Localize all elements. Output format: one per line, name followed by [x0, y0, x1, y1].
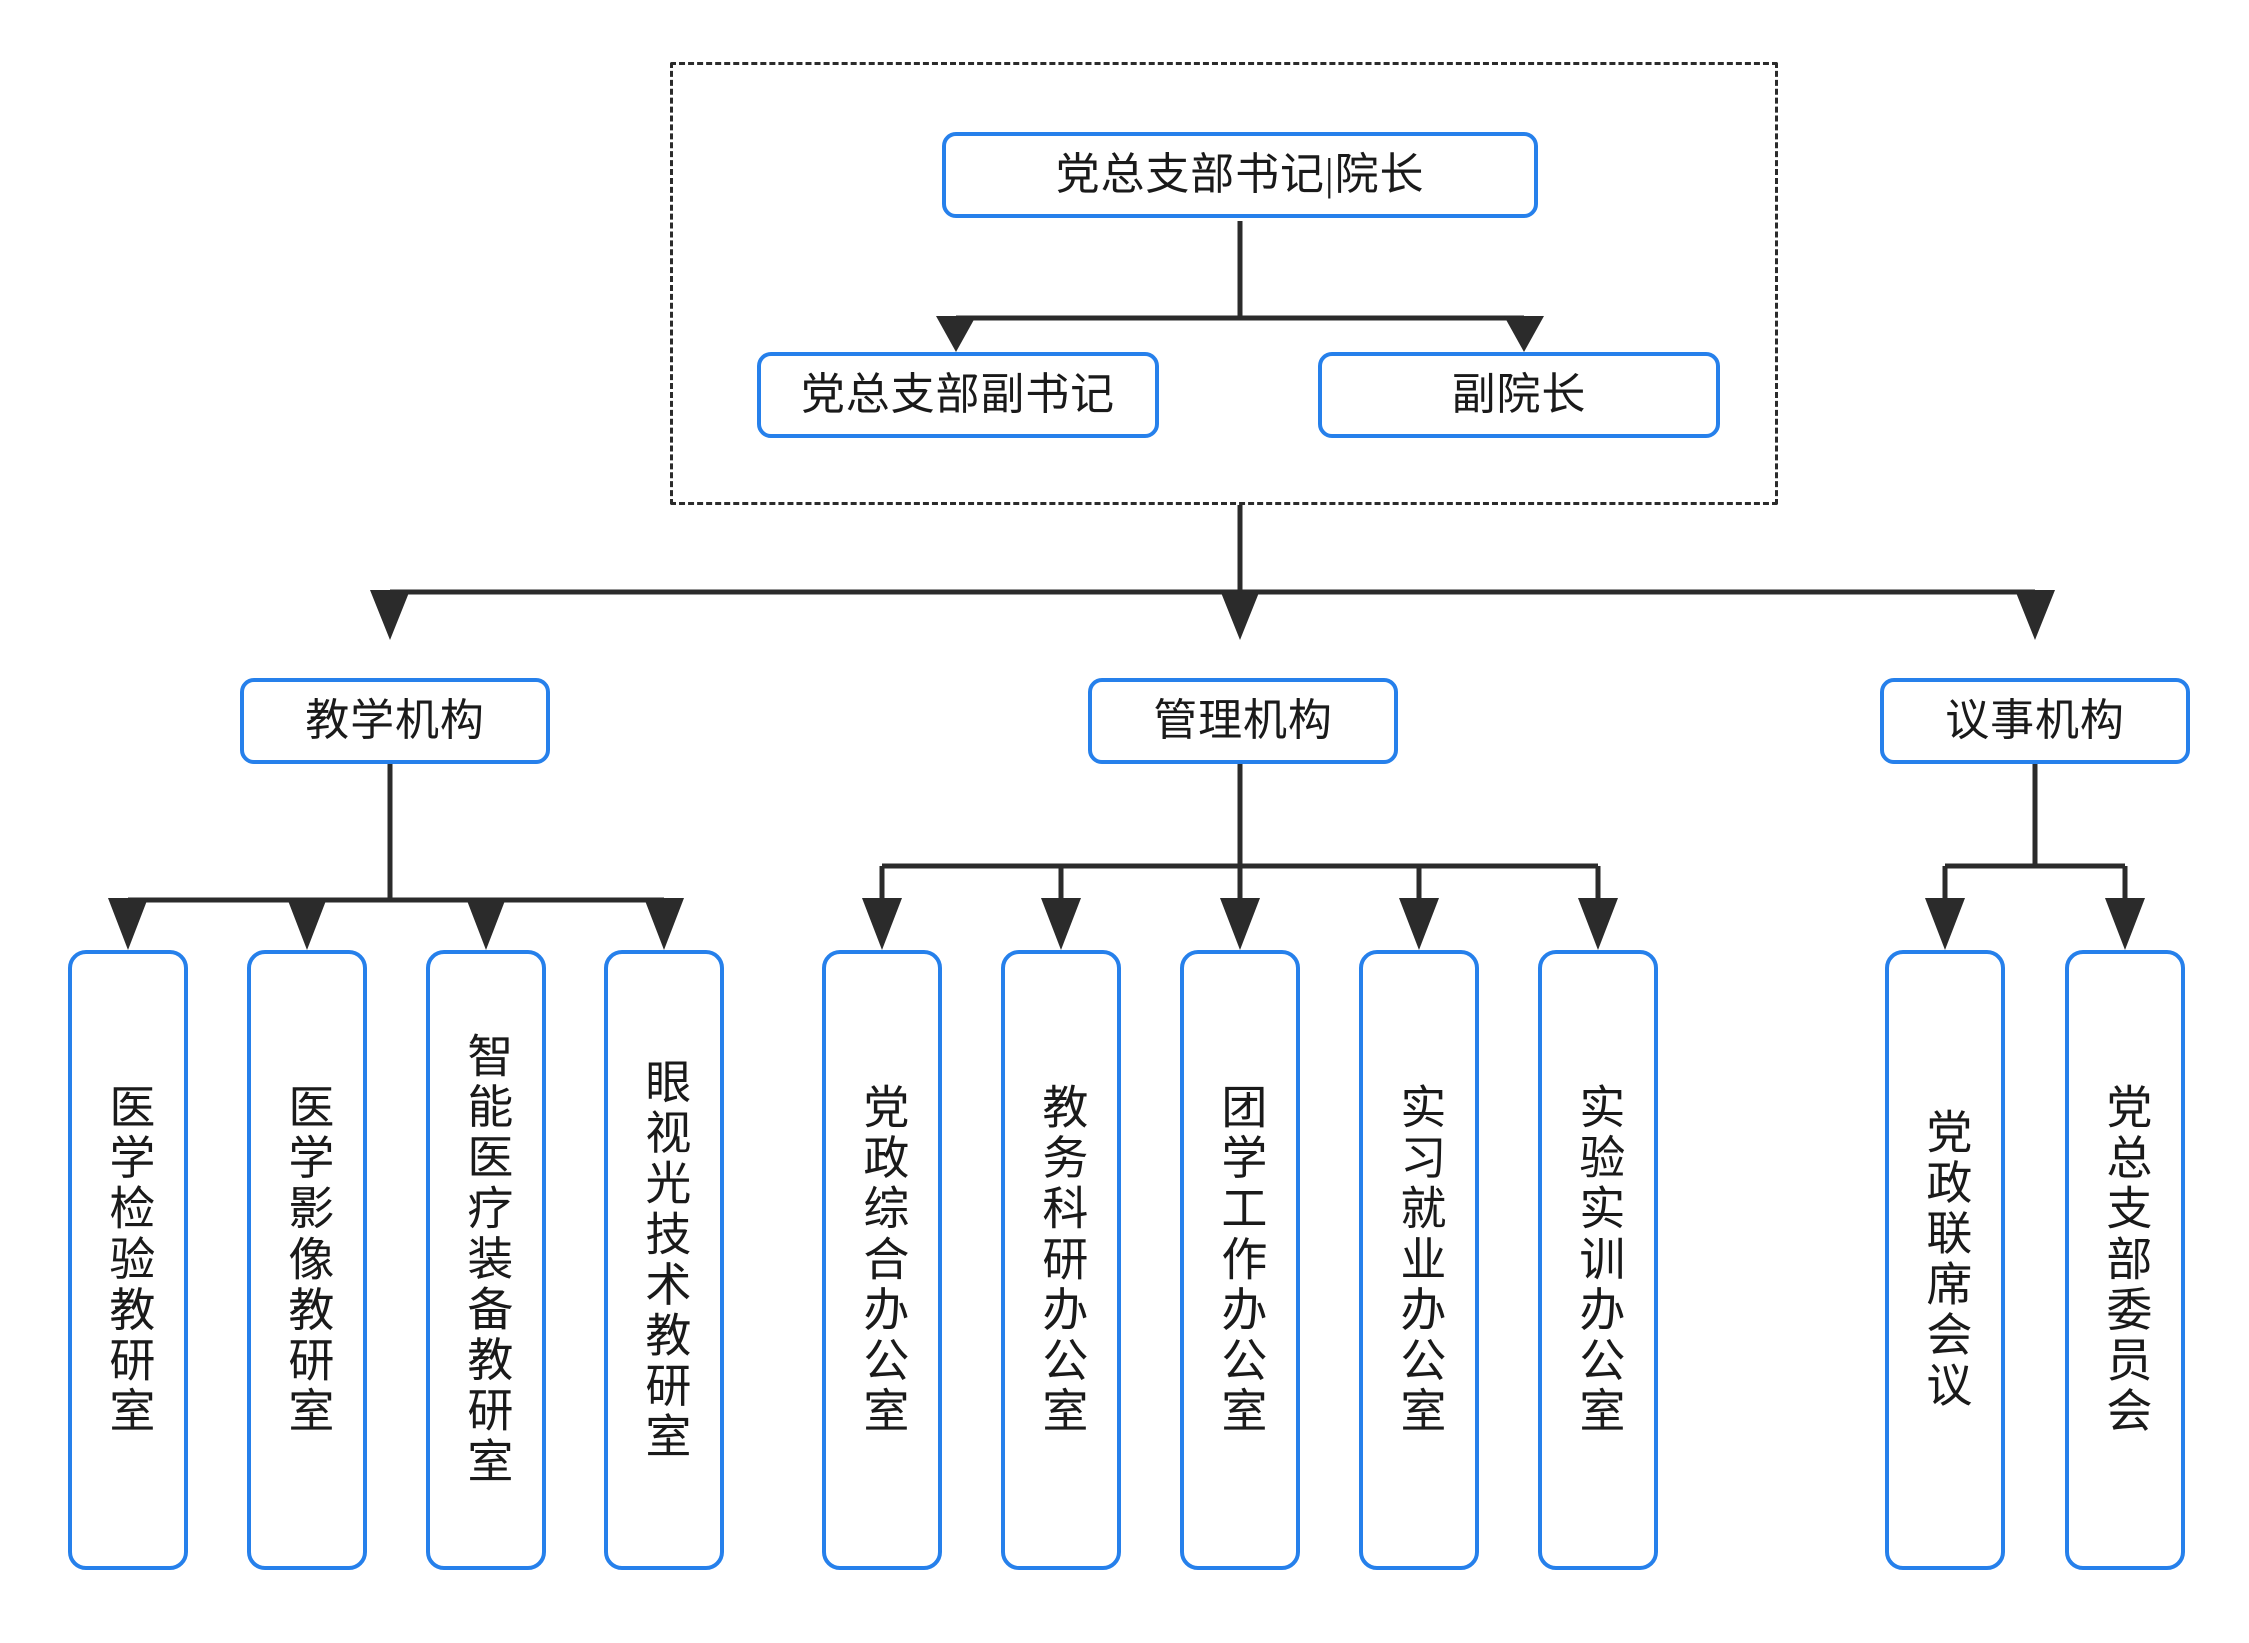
node-label: 党总支部书记|院长 [1055, 150, 1425, 200]
node-label: 医学影像教研室 [282, 1082, 334, 1438]
node-teaching-unit[interactable]: 眼视光技术教研室 [604, 950, 724, 1570]
node-label: 管理机构 [1153, 696, 1333, 746]
node-label: 智能医疗装备教研室 [461, 1032, 513, 1488]
node-label: 医学检验教研室 [103, 1082, 155, 1438]
node-teaching-organization[interactable]: 教学机构 [240, 678, 550, 764]
node-label: 副院长 [1451, 370, 1587, 420]
node-label: 眼视光技术教研室 [639, 1057, 691, 1463]
node-deputy-dean[interactable]: 副院长 [1318, 352, 1720, 438]
node-label: 议事机构 [1945, 696, 2125, 746]
node-party-secretary-dean[interactable]: 党总支部书记|院长 [942, 132, 1538, 218]
node-label: 教学机构 [305, 696, 485, 746]
node-management-unit[interactable]: 党政综合办公室 [822, 950, 942, 1570]
node-management-unit[interactable]: 教务科研办公室 [1001, 950, 1121, 1570]
node-deliberation-unit[interactable]: 党政联席会议 [1885, 950, 2005, 1570]
node-label: 党总支部委员会 [2100, 1082, 2152, 1438]
node-label: 团学工作办公室 [1215, 1082, 1267, 1438]
node-label: 党政联席会议 [1920, 1108, 1972, 1412]
node-management-organization[interactable]: 管理机构 [1088, 678, 1398, 764]
node-label: 实验实训办公室 [1573, 1082, 1625, 1438]
node-management-unit[interactable]: 实习就业办公室 [1359, 950, 1479, 1570]
node-label: 党政综合办公室 [857, 1082, 909, 1438]
node-management-unit[interactable]: 团学工作办公室 [1180, 950, 1300, 1570]
leadership-group-frame [670, 62, 1778, 505]
node-deliberation-organization[interactable]: 议事机构 [1880, 678, 2190, 764]
node-management-unit[interactable]: 实验实训办公室 [1538, 950, 1658, 1570]
node-deliberation-unit[interactable]: 党总支部委员会 [2065, 950, 2185, 1570]
node-teaching-unit[interactable]: 医学影像教研室 [247, 950, 367, 1570]
node-teaching-unit[interactable]: 智能医疗装备教研室 [426, 950, 546, 1570]
node-teaching-unit[interactable]: 医学检验教研室 [68, 950, 188, 1570]
node-deputy-party-secretary[interactable]: 党总支部副书记 [757, 352, 1159, 438]
node-label: 教务科研办公室 [1036, 1082, 1088, 1438]
node-label: 党总支部副书记 [800, 370, 1116, 420]
node-label: 实习就业办公室 [1394, 1082, 1446, 1438]
